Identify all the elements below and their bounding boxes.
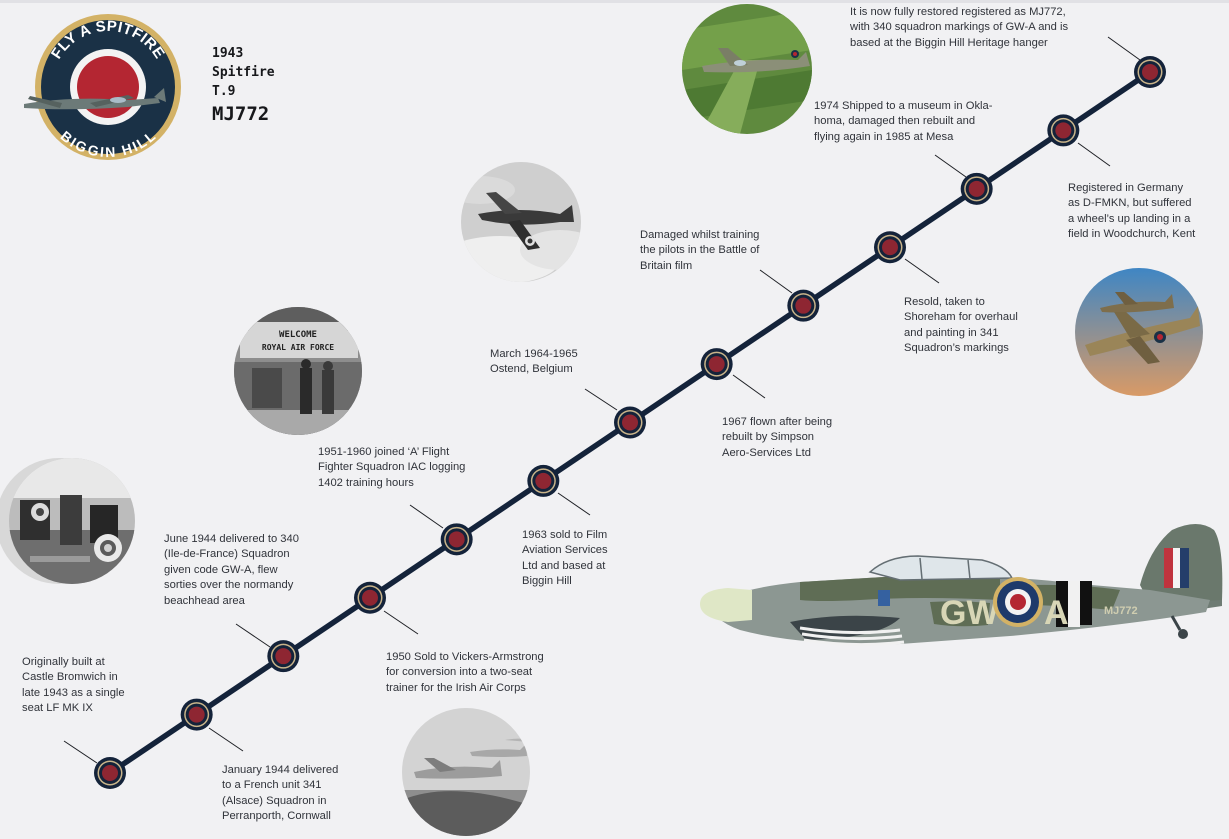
timeline-note-1951-1960: 1951-1960 joined ‘A’ Flight Fighter Squa… — [318, 446, 466, 489]
photo-two-spitfires-sunset — [1075, 268, 1203, 396]
timeline-node-resold — [874, 231, 906, 264]
cockpit-canopy — [868, 555, 1014, 581]
camo-green-patch — [800, 575, 1000, 601]
wing-root — [790, 615, 900, 640]
timeline-note-june-1944: June 1944 delivered to 340 (Ile-de-Franc… — [164, 533, 299, 607]
timeline-note-1974: 1974 Shipped to a museum in Okla- homa, … — [814, 100, 993, 143]
spitfire-mj772-illustration: GW A MJ772 — [700, 524, 1223, 647]
timeline-node-germany — [1047, 114, 1080, 147]
photo-welcome-raf: WELCOME ROYAL AIR FORCE — [234, 307, 362, 435]
fin-flash-red — [1164, 548, 1173, 588]
timeline-node-1964-1965 — [614, 406, 646, 439]
timeline-note-germany: Registered in Germany as D-FMKN, but suf… — [1068, 182, 1196, 241]
timeline-node-1974 — [960, 172, 993, 205]
timeline-leader-lines — [63, 36, 1141, 764]
fuselage-roundel — [993, 577, 1043, 627]
timeline-note-1967: 1967 flown after being rebuilt by Simpso… — [722, 416, 833, 459]
timeline-note-restored: It is now fully restored registered as M… — [850, 6, 1069, 49]
timeline-node-june-1944 — [267, 640, 300, 673]
timeline-node-castle-bromwich — [94, 757, 126, 789]
invasion-stripes — [1056, 581, 1092, 627]
wing-stripes — [799, 626, 905, 647]
timeline-nodes — [94, 56, 1166, 789]
fin-rudder — [1140, 524, 1223, 604]
timeline-node-jan-1944 — [180, 698, 213, 731]
cross-of-lorraine-badge-icon — [878, 590, 890, 606]
title-serial: MJ772 — [212, 103, 270, 125]
code-letters-left: GW — [940, 594, 999, 632]
timeline-node-1963 — [527, 464, 560, 497]
timeline-note-1964-1965: March 1964-1965 Ostend, Belgium — [490, 348, 578, 376]
top-divider — [0, 0, 1229, 3]
badge-spitfire-silhouette-icon — [24, 88, 166, 110]
title-year: 1943 — [212, 46, 244, 61]
code-letter-right: A — [1044, 594, 1069, 632]
photo-spitfire-formation-bw — [402, 708, 530, 836]
photo-factory-workshop — [0, 458, 135, 584]
fly-a-spitfire-badge: FLY A SPITFIRE BIGGIN HILL — [24, 14, 181, 160]
timeline-note-1950: 1950 Sold to Vickers-Armstrong for conve… — [386, 651, 544, 694]
photo-spitfire-aerial-green — [682, 4, 812, 134]
timeline-note-1963: 1963 sold to Film Aviation Services Ltd … — [522, 529, 608, 588]
title-type: Spitfire — [212, 65, 275, 80]
timeline-node-1951-1960 — [440, 523, 473, 556]
timeline-note-jan-1944: January 1944 delivered to a French unit … — [222, 764, 339, 823]
tail-wheel — [1170, 615, 1188, 639]
timeline-node-battle-of-britain — [787, 289, 820, 322]
propeller-spinner — [700, 588, 752, 622]
svg-text:ROYAL AIR FORCE: ROYAL AIR FORCE — [262, 343, 334, 352]
title-mark: T.9 — [212, 84, 236, 99]
timeline-node-restored — [1134, 56, 1166, 88]
fin-flash-white — [1173, 548, 1180, 588]
fin-flash-blue — [1180, 548, 1189, 588]
timeline-note-castle-bromwich: Originally built at Castle Bromwich in l… — [22, 656, 125, 715]
camo-green-mid — [930, 601, 990, 627]
timeline-note-battle-of-britain: Damaged whilst training the pilots in th… — [640, 229, 760, 272]
serial-marking: MJ772 — [1104, 605, 1138, 617]
photo-spitfire-clouds — [461, 162, 581, 282]
timeline-node-1967 — [700, 348, 733, 381]
svg-text:WELCOME: WELCOME — [279, 330, 317, 340]
timeline-node-1950 — [354, 581, 386, 614]
timeline-note-resold: Resold, taken to Shoreham for overhaul a… — [904, 296, 1018, 355]
aircraft-title: 1943 Spitfire T.9 MJ772 — [212, 44, 275, 127]
